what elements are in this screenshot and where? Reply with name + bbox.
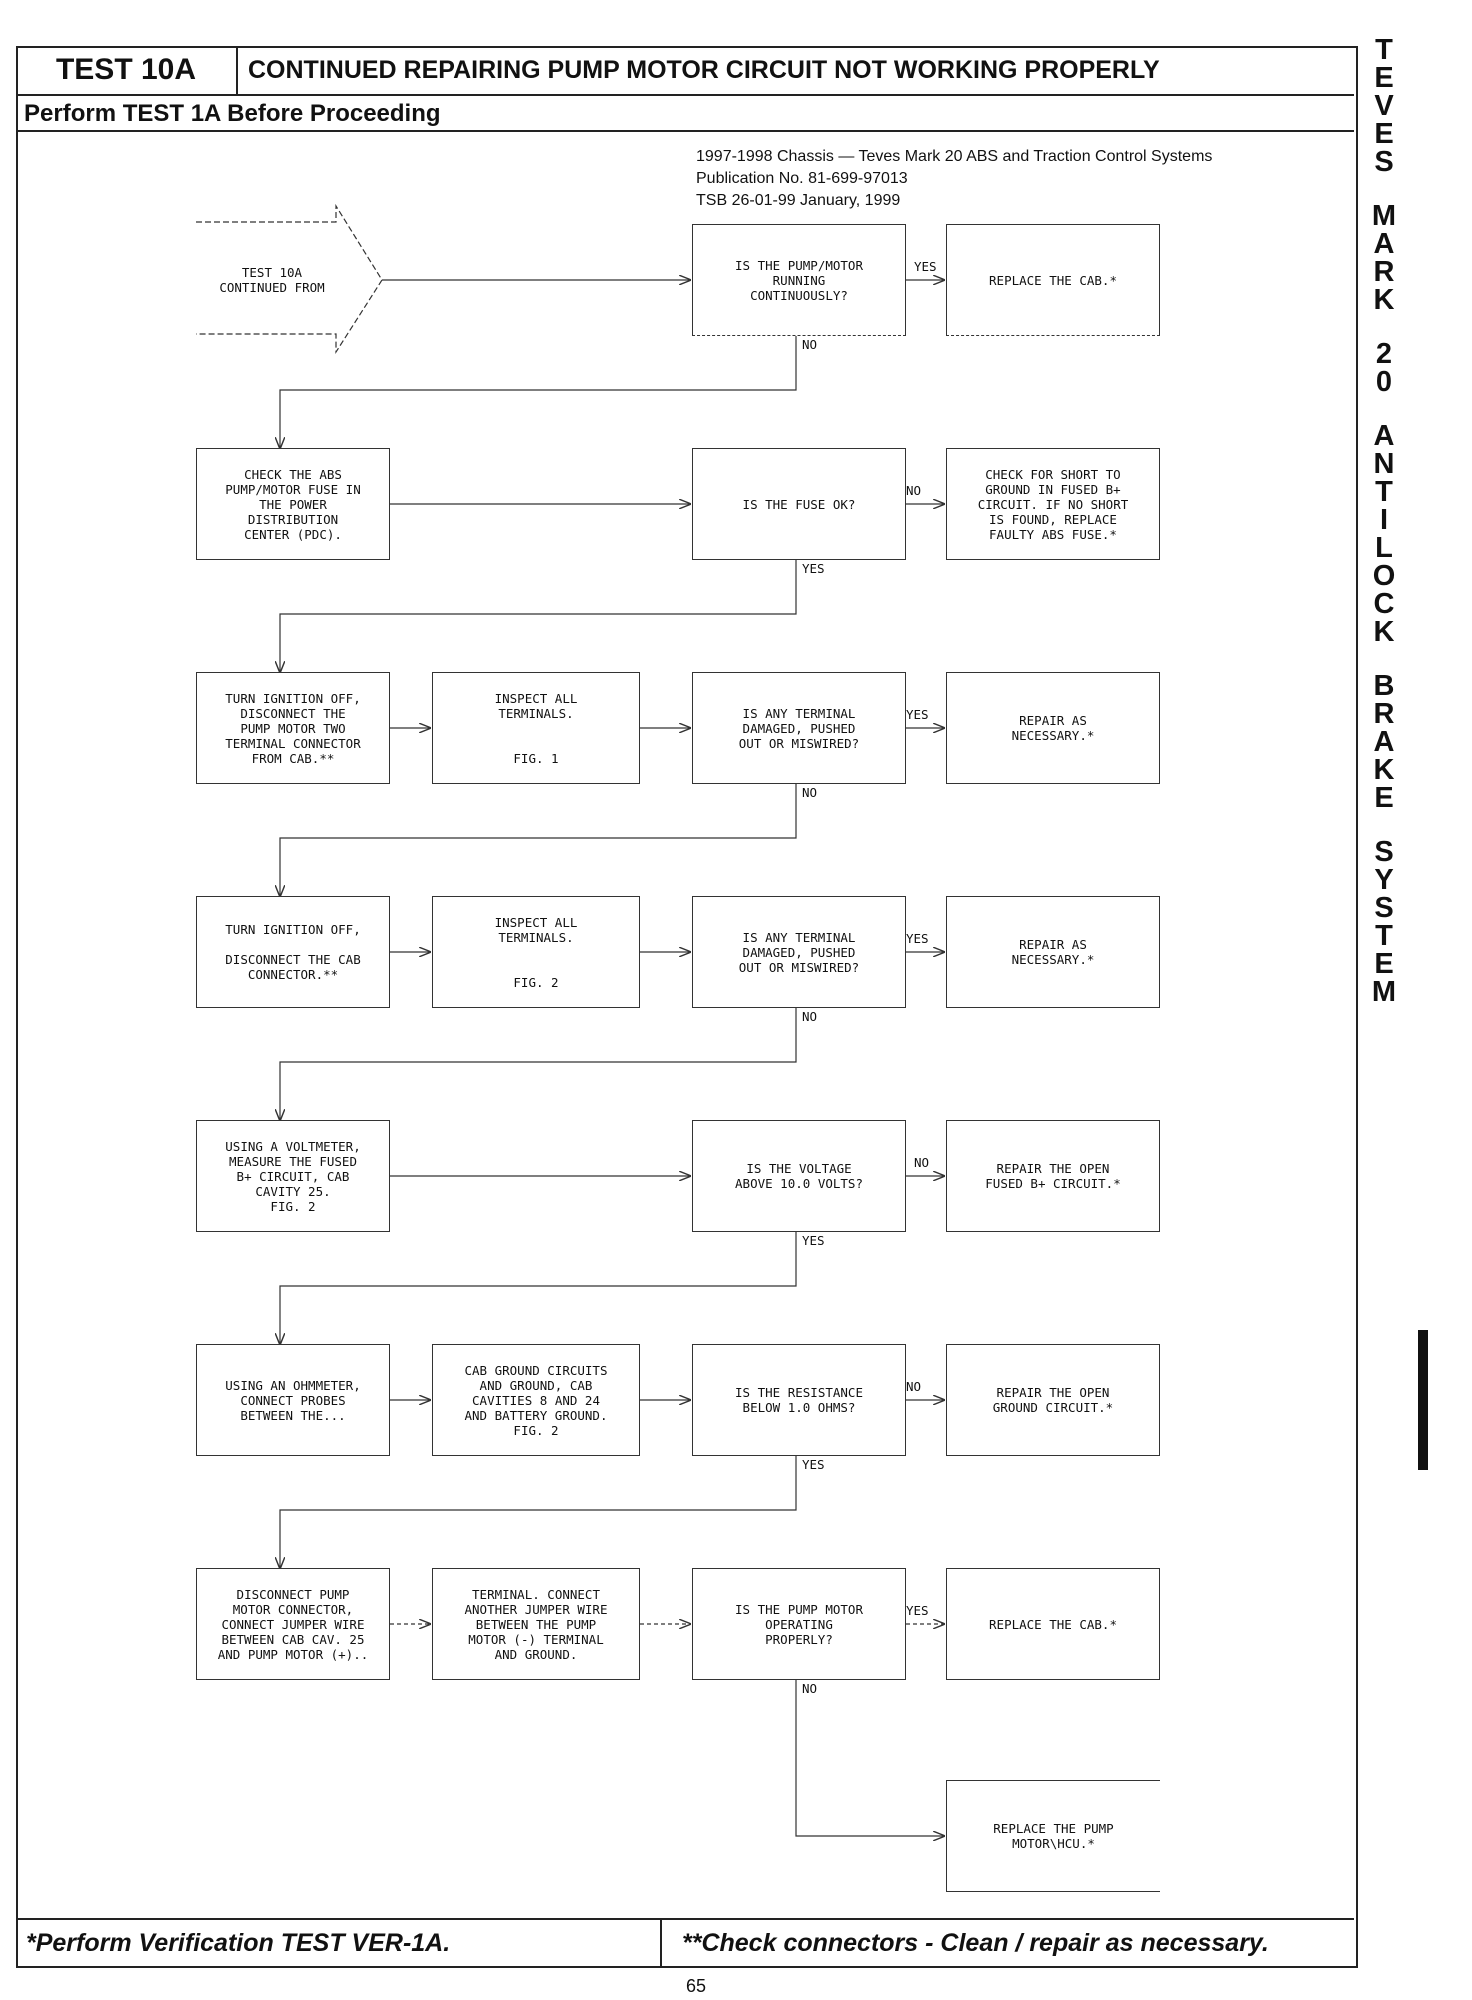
q3-no-label: NO bbox=[802, 785, 818, 800]
q1-no-label: NO bbox=[802, 337, 818, 352]
inspect-terminals-fig2-box: INSPECT ALL TERMINALS. FIG. 2 bbox=[432, 896, 640, 1008]
cab-ground-circuits-box: CAB GROUND CIRCUITS AND GROUND, CAB CAVI… bbox=[432, 1344, 640, 1456]
q7-no-label: NO bbox=[802, 1681, 818, 1696]
page-title: CONTINUED REPAIRING PUMP MOTOR CIRCUIT N… bbox=[248, 56, 1160, 84]
publication-line-1: 1997-1998 Chassis — Teves Mark 20 ABS an… bbox=[696, 148, 1213, 165]
q4-no-label: NO bbox=[802, 1009, 818, 1024]
publication-line-3: TSB 26-01-99 January, 1999 bbox=[696, 192, 901, 209]
wire-q7-no bbox=[795, 1680, 944, 1836]
q3-terminal-damaged-box: IS ANY TERMINAL DAMAGED, PUSHED OUT OR M… bbox=[692, 672, 906, 784]
q6-resistance-box: IS THE RESISTANCE BELOW 1.0 OHMS? bbox=[692, 1344, 906, 1456]
q4-terminal-damaged-box: IS ANY TERMINAL DAMAGED, PUSHED OUT OR M… bbox=[692, 896, 906, 1008]
start-connector-label: TEST 10A CONTINUED FROM bbox=[202, 242, 342, 318]
wire-q1-no bbox=[280, 336, 797, 448]
q5-voltage-box: IS THE VOLTAGE ABOVE 10.0 VOLTS? bbox=[692, 1120, 906, 1232]
wire-q4-no bbox=[280, 1008, 797, 1120]
q1-yes-label: YES bbox=[914, 259, 937, 274]
q7-yes-label: YES bbox=[906, 1603, 929, 1618]
q2-yes-label: YES bbox=[802, 561, 825, 576]
q2-fuse-ok-box: IS THE FUSE OK? bbox=[692, 448, 906, 560]
publication-line-2: Publication No. 81-699-97013 bbox=[696, 170, 908, 187]
page-frame: TEST 10A CONTINUED REPAIRING PUMP MOTOR … bbox=[16, 46, 1358, 1998]
jumper-wire-detail-box: TERMINAL. CONNECT ANOTHER JUMPER WIRE BE… bbox=[432, 1568, 640, 1680]
check-fuse-step-box: CHECK THE ABS PUMP/MOTOR FUSE IN THE POW… bbox=[196, 448, 390, 560]
replace-pump-motor-box: REPLACE THE PUMP MOTOR\HCU.* bbox=[946, 1780, 1160, 1892]
repair-open-ground-box: REPAIR THE OPEN GROUND CIRCUIT.* bbox=[946, 1344, 1160, 1456]
footer-verification-note: *Perform Verification TEST VER-1A. bbox=[26, 1929, 451, 1957]
inspect-terminals-fig1-box: INSPECT ALL TERMINALS. FIG. 1 bbox=[432, 672, 640, 784]
wire-q6-yes bbox=[280, 1456, 797, 1568]
q1-pump-running-box: IS THE PUMP/MOTOR RUNNING CONTINUOUSLY? bbox=[692, 224, 906, 336]
disconnect-pump-connector-box: TURN IGNITION OFF, DISCONNECT THE PUMP M… bbox=[196, 672, 390, 784]
publication-info: 1997-1998 Chassis — Teves Mark 20 ABS an… bbox=[696, 146, 1212, 212]
q6-no-label: NO bbox=[906, 1379, 922, 1394]
q5-no-label: NO bbox=[914, 1155, 930, 1170]
header-bar: TEST 10A CONTINUED REPAIRING PUMP MOTOR … bbox=[16, 46, 1354, 96]
wire-q2-yes bbox=[280, 560, 797, 672]
footer-divider bbox=[660, 1920, 662, 1966]
footer-connector-note: **Check connectors - Clean / repair as n… bbox=[682, 1929, 1269, 1957]
repair-as-necessary-box-2: REPAIR AS NECESSARY.* bbox=[946, 896, 1160, 1008]
footer-bar: *Perform Verification TEST VER-1A. **Che… bbox=[16, 1918, 1354, 1966]
q6-yes-label: YES bbox=[802, 1457, 825, 1472]
wire-q3-no bbox=[280, 784, 797, 896]
q2-no-label: NO bbox=[906, 483, 922, 498]
wire-q5-yes bbox=[280, 1232, 797, 1344]
q4-yes-label: YES bbox=[906, 931, 929, 946]
content-border bbox=[16, 46, 1358, 1968]
prerequisite-note: Perform TEST 1A Before Proceeding bbox=[16, 96, 1354, 132]
check-short-box: CHECK FOR SHORT TO GROUND IN FUSED B+ CI… bbox=[946, 448, 1160, 560]
section-marker-bar bbox=[1418, 1330, 1428, 1470]
q5-yes-label: YES bbox=[802, 1233, 825, 1248]
voltmeter-step-box: USING A VOLTMETER, MEASURE THE FUSED B+ … bbox=[196, 1120, 390, 1232]
replace-cab-box-2: REPLACE THE CAB.* bbox=[946, 1568, 1160, 1680]
page-number: 65 bbox=[686, 1976, 707, 1996]
repair-as-necessary-box-1: REPAIR AS NECESSARY.* bbox=[946, 672, 1160, 784]
replace-cab-box-1: REPLACE THE CAB.* bbox=[946, 224, 1160, 336]
q3-yes-label: YES bbox=[906, 707, 929, 722]
test-id: TEST 10A bbox=[16, 46, 238, 94]
jumper-wire-step-box: DISCONNECT PUMP MOTOR CONNECTOR, CONNECT… bbox=[196, 1568, 390, 1680]
repair-open-fused-box: REPAIR THE OPEN FUSED B+ CIRCUIT.* bbox=[946, 1120, 1160, 1232]
disconnect-cab-connector-box: TURN IGNITION OFF, DISCONNECT THE CAB CO… bbox=[196, 896, 390, 1008]
ohmmeter-step-box: USING AN OHMMETER, CONNECT PROBES BETWEE… bbox=[196, 1344, 390, 1456]
flowchart-connectors bbox=[196, 203, 1356, 1998]
q7-pump-operating-box: IS THE PUMP MOTOR OPERATING PROPERLY? bbox=[692, 1568, 906, 1680]
